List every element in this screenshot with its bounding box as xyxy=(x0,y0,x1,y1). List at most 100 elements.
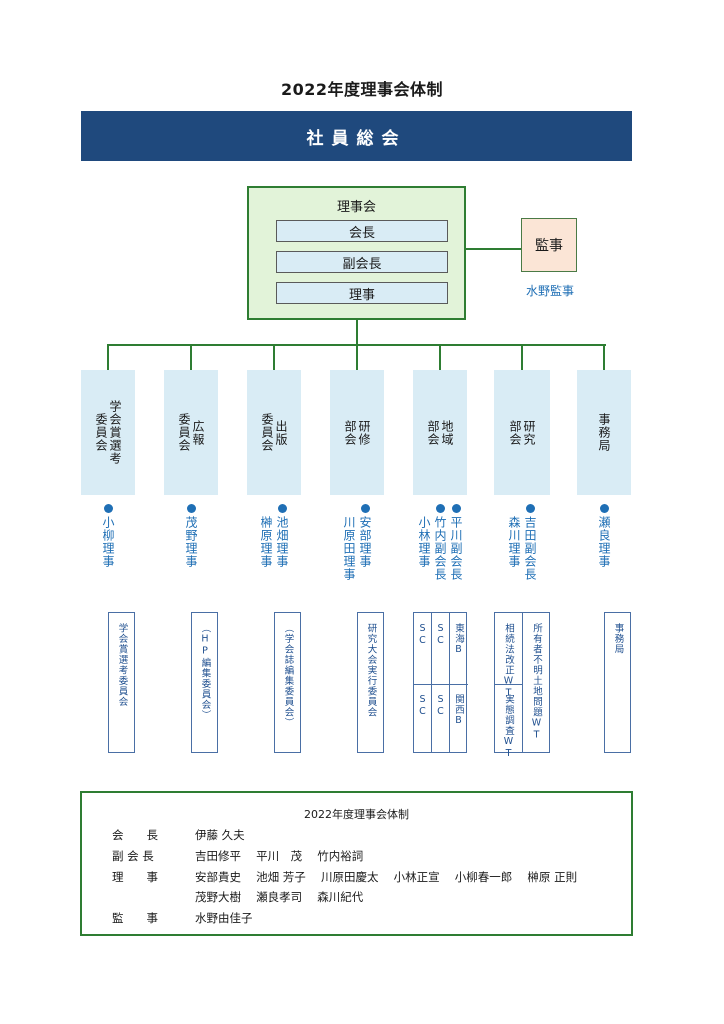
summary-role: 理 事 xyxy=(112,870,158,884)
responsible-person: 小林理事 xyxy=(417,516,431,568)
role-director: 理事 xyxy=(276,282,448,304)
sub-committee-label: SC xyxy=(417,623,428,647)
department-label-column: 事務局 xyxy=(597,413,611,452)
department-box: 研修部会 xyxy=(330,370,384,495)
department-label: 広報委員会 xyxy=(164,370,218,495)
department-label-column: 広報 xyxy=(191,419,205,446)
role-president: 会長 xyxy=(276,220,448,242)
auditor-name: 水野監事 xyxy=(525,284,574,298)
department-label-column: 部会 xyxy=(343,419,357,446)
department-box: 地域部会 xyxy=(413,370,467,495)
summary-names: 水野由佳子 xyxy=(195,911,253,925)
department-label-column: 出版 xyxy=(274,419,288,446)
department-label-column: 地域 xyxy=(440,419,454,446)
panel-column-divider xyxy=(522,613,523,752)
responsible-person: 吉田副会長 xyxy=(523,516,537,581)
department-label-column: 委員会 xyxy=(260,413,274,452)
responsible-person: 平川副会長 xyxy=(449,516,463,581)
department-label-column: 研修 xyxy=(357,419,371,446)
sub-committee-label: 所有者不明土地問題WT xyxy=(531,623,542,742)
sub-committee-label: SC xyxy=(435,693,446,718)
department-drop-connector xyxy=(190,344,192,370)
responsible-person: 安部理事 xyxy=(358,516,372,568)
sub-committee-label: 学会賞選考委員会 xyxy=(116,623,128,707)
auditor-connector xyxy=(466,248,521,250)
sub-committee-label: 実態調査WT xyxy=(503,693,514,760)
department-drop-connector xyxy=(439,344,441,370)
department-label: 事務局 xyxy=(577,370,631,495)
board-label: 理事会 xyxy=(336,200,376,215)
responsible-person: 小柳理事 xyxy=(101,516,115,568)
department-label: 出版委員会 xyxy=(247,370,301,495)
sub-committee-panel: 学会賞選考委員会 xyxy=(108,612,135,753)
panel-column-divider xyxy=(431,613,432,752)
department-label-column: 部会 xyxy=(426,419,440,446)
department-label-column: 委員会 xyxy=(177,413,191,452)
summary-role: 会 長 xyxy=(112,828,158,842)
responsible-marker-dot xyxy=(526,504,535,513)
responsible-marker-dot xyxy=(452,504,461,513)
department-box: 事務局 xyxy=(577,370,631,495)
role-vice-president: 副会長 xyxy=(276,251,448,273)
department-label-column: 部会 xyxy=(508,419,522,446)
responsible-person: 池畑理事 xyxy=(275,516,289,568)
sub-committee-label: （HP編集委員会） xyxy=(199,623,211,721)
sub-committee-panel: （学会誌編集委員会） xyxy=(274,612,301,753)
sub-committee-label: 関西B xyxy=(453,693,464,727)
department-label: 学会賞選考委員会 xyxy=(81,370,135,495)
department-label-column: 学会賞選考 xyxy=(108,400,122,465)
summary-box: 2022年度理事会体制 会 長 伊藤 久夫 副 会 長 吉田修平 平川 茂 竹内… xyxy=(80,791,633,936)
responsible-marker-dot xyxy=(600,504,609,513)
general-assembly-box: 社員総会 xyxy=(81,111,632,161)
panel-column-divider xyxy=(449,613,450,752)
summary-role: 副 会 長 xyxy=(112,849,154,863)
summary-names: 安部貴史 池畑 芳子 川原田慶太 小林正宣 小柳春一郎 榊原 正則 xyxy=(195,870,578,884)
board-down-connector xyxy=(356,320,358,346)
sub-committee-label: （学会誌編集委員会） xyxy=(282,623,294,728)
sub-committee-panel: （HP編集委員会） xyxy=(191,612,218,753)
responsible-person: 榊原理事 xyxy=(259,516,273,568)
responsible-person: 川原田理事 xyxy=(342,516,356,581)
department-label-column: 委員会 xyxy=(94,413,108,452)
department-label-column: 研究 xyxy=(522,419,536,446)
summary-title: 2022年度理事会体制 xyxy=(304,808,409,821)
responsible-marker-dot xyxy=(436,504,445,513)
sub-committee-label: 相続法改正WT xyxy=(503,623,514,700)
sub-committee-label: 研究大会実行委員会 xyxy=(365,623,377,718)
panel-row-divider xyxy=(495,683,523,685)
department-label: 地域部会 xyxy=(413,370,467,495)
department-label: 研究部会 xyxy=(494,370,550,495)
responsible-person: 茂野理事 xyxy=(184,516,198,568)
department-drop-connector xyxy=(107,344,109,370)
department-box: 学会賞選考委員会 xyxy=(81,370,135,495)
sub-committee-panel: 事務局 xyxy=(604,612,631,753)
sub-committee-panel: 研究大会実行委員会 xyxy=(357,612,384,753)
summary-names: 茂野大樹 瀬良孝司 森川紀代 xyxy=(195,890,364,904)
board-box: 理事会 会長 副会長 理事 xyxy=(247,186,466,320)
department-drop-connector xyxy=(273,344,275,370)
responsible-marker-dot xyxy=(104,504,113,513)
department-box: 広報委員会 xyxy=(164,370,218,495)
responsible-marker-dot xyxy=(361,504,370,513)
sub-committee-label: 事務局 xyxy=(612,623,624,655)
department-drop-connector xyxy=(521,344,523,370)
department-drop-connector xyxy=(603,344,605,370)
sub-committee-label: SC xyxy=(417,693,428,718)
department-drop-connector xyxy=(356,344,358,370)
sub-committee-label: SC xyxy=(435,623,446,647)
department-box: 研究部会 xyxy=(494,370,550,495)
panel-row-divider xyxy=(432,683,450,685)
responsible-marker-dot xyxy=(278,504,287,513)
page-title: 2022年度理事会体制 xyxy=(280,80,444,99)
summary-names: 吉田修平 平川 茂 竹内裕詞 xyxy=(195,849,364,863)
auditor-box: 監事 xyxy=(521,218,577,272)
department-box: 出版委員会 xyxy=(247,370,301,495)
responsible-marker-dot xyxy=(187,504,196,513)
department-label: 研修部会 xyxy=(330,370,384,495)
panel-row-divider xyxy=(450,683,468,685)
sub-committee-panel: 東海B 関西B SC SC SC SC xyxy=(413,612,468,753)
responsible-person: 竹内副会長 xyxy=(433,516,447,581)
sub-committee-label: 東海B xyxy=(453,623,464,656)
summary-names: 伊藤 久夫 xyxy=(195,828,245,842)
